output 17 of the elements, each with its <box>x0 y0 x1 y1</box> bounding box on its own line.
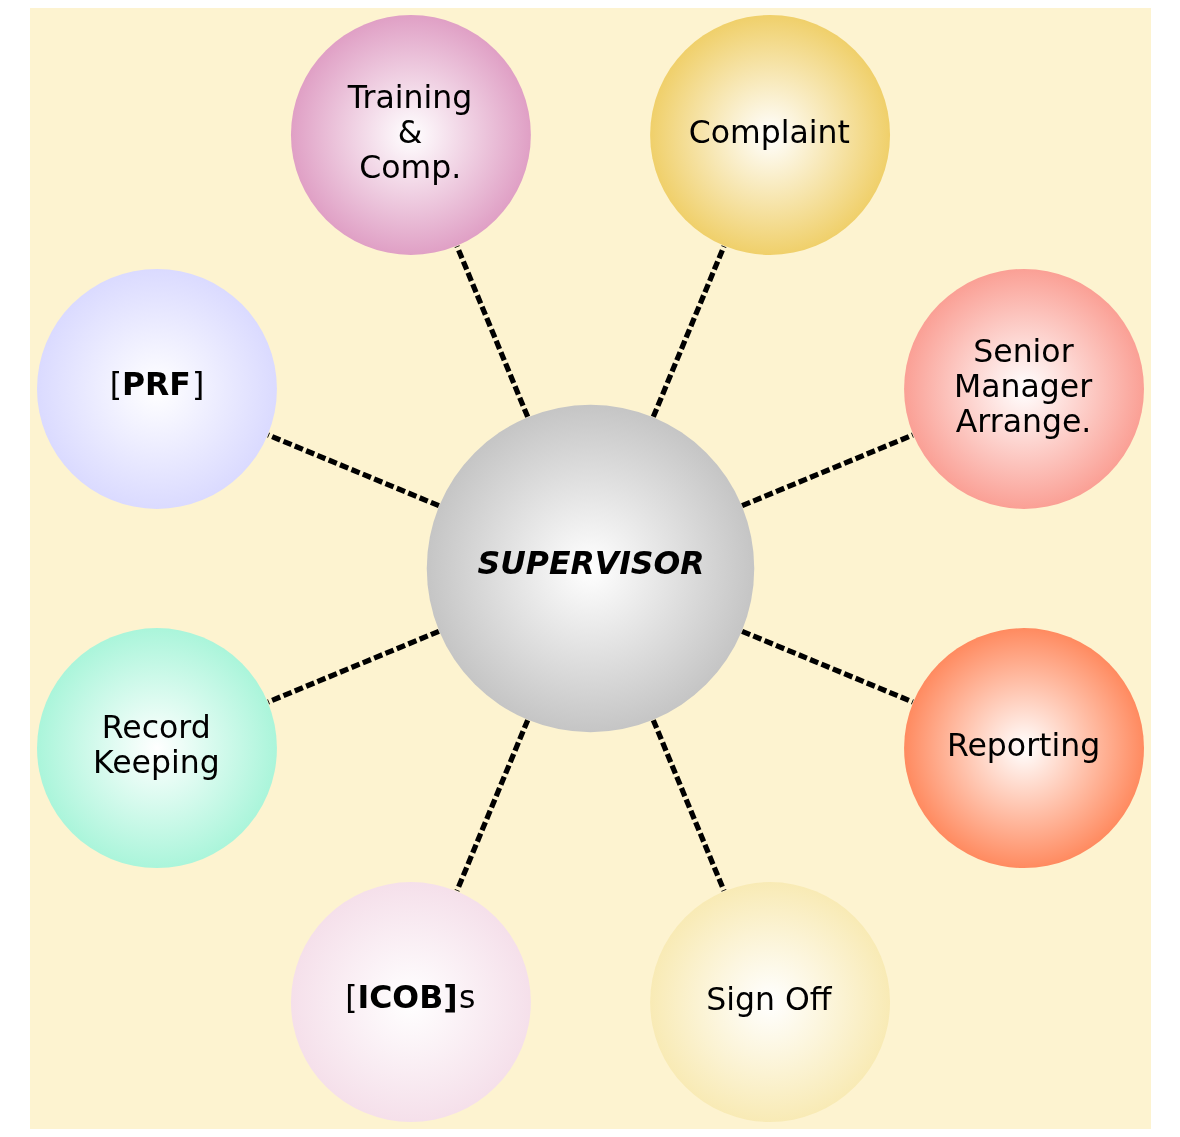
node-circle: Record Keeping <box>36 628 277 869</box>
node-circle: [ICOB]s <box>290 882 531 1122</box>
connector <box>454 719 530 892</box>
node-circle: Reporting <box>903 628 1144 869</box>
node-circle: Senior Manager Arrange. <box>903 268 1144 509</box>
connector <box>650 245 726 418</box>
connector <box>266 628 440 705</box>
node-circle: Complaint <box>649 15 890 255</box>
node-circle: [PRF] <box>36 268 277 509</box>
node-circle: SUPERVISOR <box>426 404 754 733</box>
connector <box>454 245 530 418</box>
connector <box>740 628 914 705</box>
connector <box>740 432 914 509</box>
connector <box>266 432 440 509</box>
connector <box>650 719 726 892</box>
node-circle: Sign Off <box>649 882 890 1122</box>
node-circle: Training & Comp. <box>290 15 531 255</box>
